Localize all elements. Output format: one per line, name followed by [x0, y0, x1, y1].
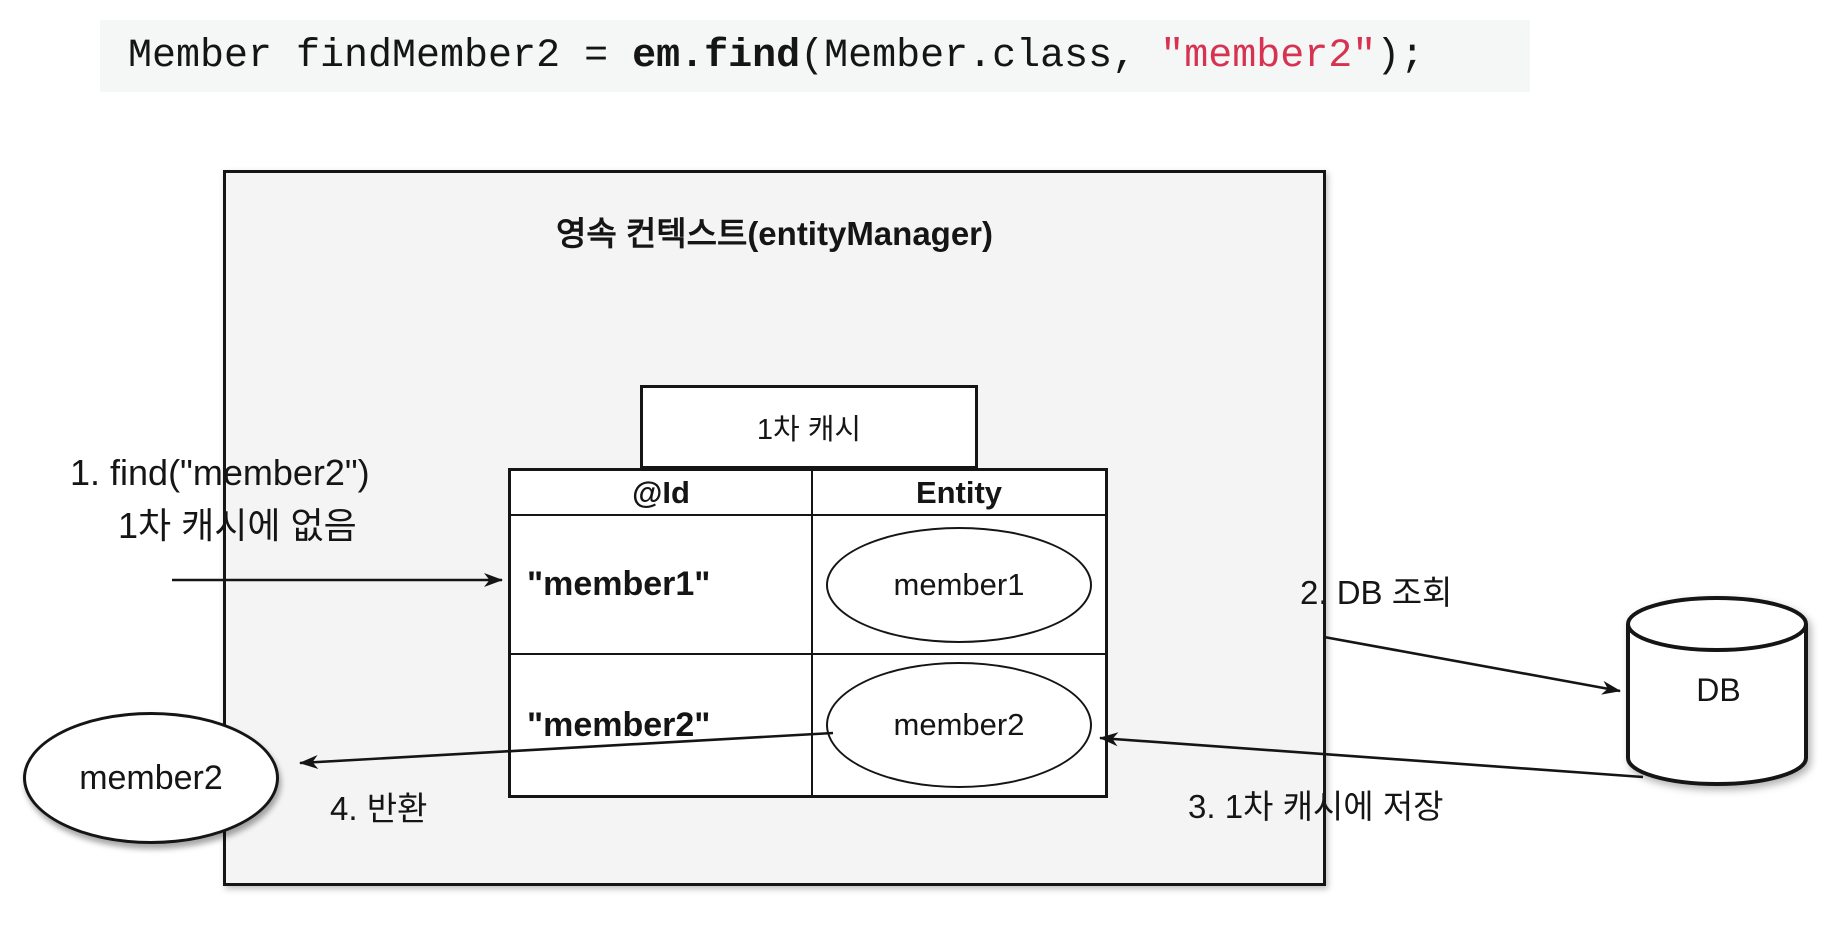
table-row-member1-entity-cell: member1 [813, 516, 1105, 655]
persistence-context-title: 영속 컨텍스트(entityManager) [555, 215, 994, 252]
step-1-line2: 1차 캐시에 없음 [118, 505, 357, 546]
code-part-emfind: em.find [632, 33, 801, 79]
step-1-annotation: 1. find("member2") 1차 캐시에 없음 [70, 446, 370, 552]
cache-table: @Id Entity "member1" member1 "member2" m… [508, 468, 1108, 798]
step-1-line1: 1. find("member2") [70, 452, 370, 493]
member2-entity-ellipse: member2 [826, 662, 1092, 788]
table-header-entity: Entity [813, 471, 1105, 516]
returned-entity-label: member2 [79, 758, 223, 797]
code-part-member2-string: "member2" [1160, 33, 1377, 79]
table-row-member2-id: "member2" [511, 655, 813, 795]
table-row-member1-id: "member1" [511, 516, 813, 655]
step-3-annotation: 3. 1차 캐시에 저장 [1188, 788, 1444, 825]
table-row-member2-entity-cell: member2 [813, 655, 1105, 795]
returned-entity-ellipse: member2 [23, 712, 279, 844]
code-part-args: (Member.class, [800, 33, 1161, 79]
table-header-id: @Id [511, 471, 813, 516]
db-label: DB [1696, 672, 1741, 708]
code-part-declaration: Member findMember2 = [128, 33, 633, 79]
member2-entity-label: member2 [893, 707, 1025, 742]
db-cylinder-icon [1626, 596, 1808, 786]
first-level-cache-label-box: 1차 캐시 [640, 385, 978, 469]
step-4-annotation: 4. 반환 [330, 790, 428, 827]
member1-entity-label: member1 [893, 566, 1025, 602]
first-level-cache-label: 1차 캐시 [756, 414, 862, 446]
arrow-2-db-query [1323, 635, 1621, 695]
member1-entity-ellipse: member1 [826, 526, 1092, 643]
code-statement: Member findMember2 = em.find(Member.clas… [100, 20, 1530, 92]
code-part-end: ); [1376, 33, 1425, 79]
step-2-annotation: 2. DB 조회 [1300, 574, 1453, 611]
